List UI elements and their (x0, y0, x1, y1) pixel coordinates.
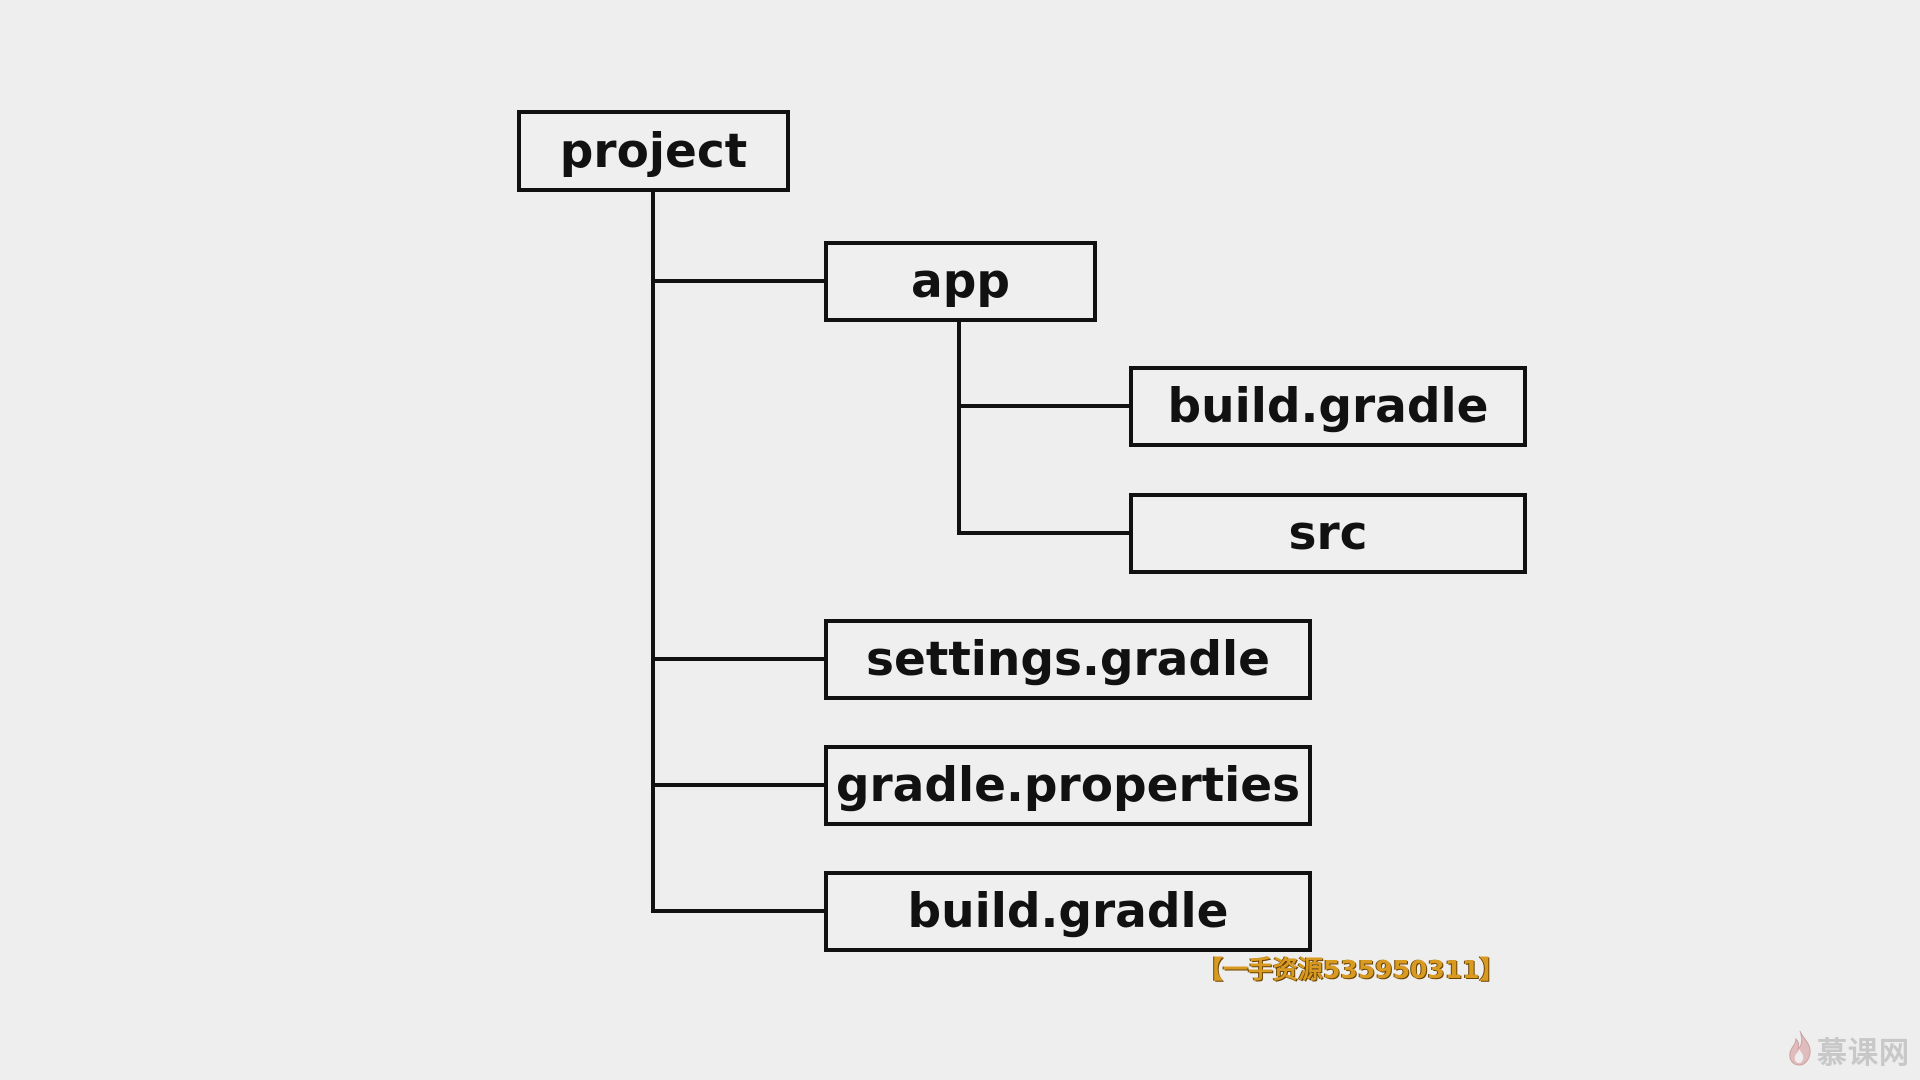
node-app-build-gradle: build.gradle (1129, 366, 1527, 447)
node-gradle-properties-label: gradle.properties (835, 758, 1301, 813)
watermark-text: 【一手资源535950311】 (1198, 955, 1505, 984)
node-project-label: project (559, 123, 748, 179)
node-project: project (517, 110, 790, 192)
node-settings-gradle: settings.gradle (824, 619, 1312, 700)
node-src-label: src (1288, 506, 1368, 561)
logo-text: 慕课网 (1817, 1036, 1910, 1071)
site-logo: 慕课网 (1787, 1028, 1910, 1072)
node-root-build-gradle: build.gradle (824, 871, 1312, 952)
node-settings-gradle-label: settings.gradle (866, 632, 1270, 687)
node-root-build-gradle-label: build.gradle (907, 884, 1229, 939)
flame-icon (1787, 1030, 1813, 1071)
node-app: app (824, 241, 1097, 322)
node-src: src (1129, 493, 1527, 574)
node-gradle-properties: gradle.properties (824, 745, 1312, 826)
node-app-build-gradle-label: build.gradle (1167, 379, 1489, 434)
node-app-label: app (910, 254, 1010, 309)
